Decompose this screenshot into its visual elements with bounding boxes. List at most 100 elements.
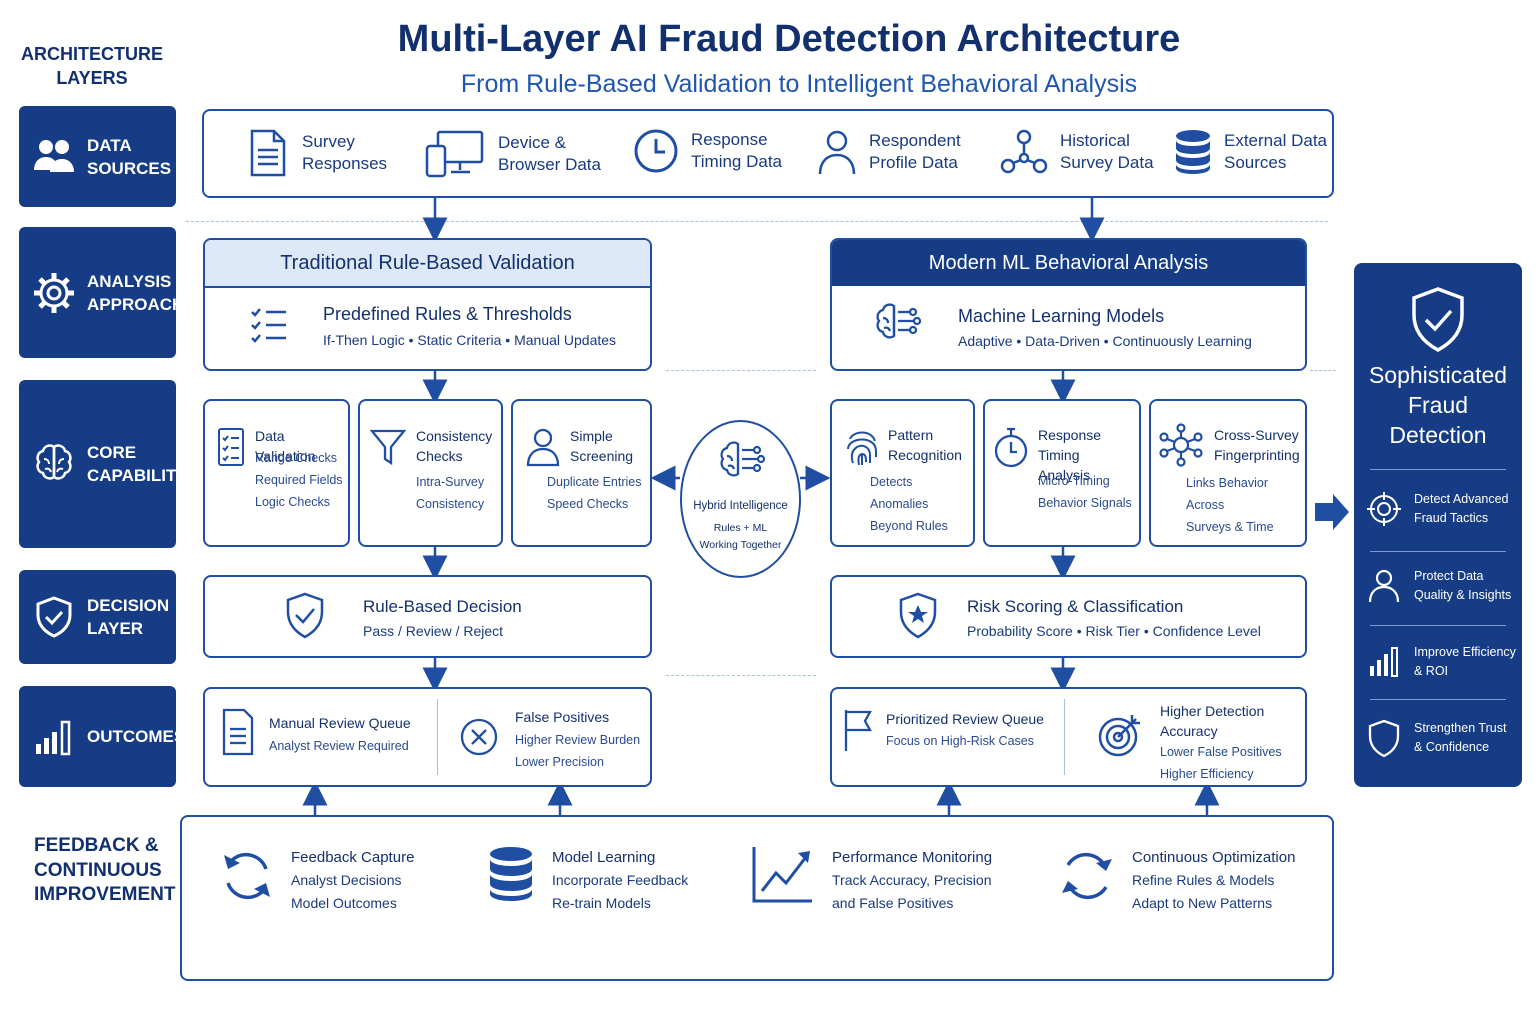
shield-check-icon	[1412, 287, 1464, 352]
divider	[1310, 370, 1336, 371]
card-sub: Links Behavior Across Surveys & Time	[1186, 476, 1274, 534]
source-survey-responses: Survey Responses	[246, 128, 387, 178]
source-label: Historical Survey Data	[1060, 131, 1154, 172]
traditional-desc: If-Then Logic • Static Criteria • Manual…	[323, 332, 617, 348]
devices-icon	[425, 130, 484, 178]
layer-decision: DECISION LAYER	[19, 570, 176, 664]
close-circle-icon	[460, 718, 498, 756]
feedback-title: Model Learning	[552, 849, 656, 866]
page-subtitle: From Rule-Based Validation to Intelligen…	[460, 70, 1138, 98]
outcome-sub: Analyst Review Required	[269, 739, 409, 753]
user-icon	[526, 428, 560, 467]
outcome-title: Manual Review Queue	[269, 715, 411, 731]
capability-card-data-validation: Data Validation Range Checks Required Fi…	[203, 399, 350, 547]
feedback-step: Model Learning Incorporate Feedback Re-t…	[488, 845, 688, 915]
capability-card-consistency: Consistency Checks Intra-Survey Consiste…	[358, 399, 503, 547]
card-title: Simple Screening	[570, 428, 634, 464]
feedback-title: Continuous Optimization	[1132, 849, 1296, 866]
result-item: Improve Efficiency & ROI	[1366, 643, 1516, 681]
layer-label: DATA SOURCES	[87, 135, 172, 178]
decision-title: Risk Scoring & Classification	[967, 597, 1184, 616]
divider	[1370, 699, 1506, 700]
feedback-sub: Refine Rules & Models Adapt to New Patte…	[1132, 872, 1275, 911]
result-item-label: Protect Data Quality & Insights	[1414, 569, 1512, 602]
capability-card-screening: Simple Screening Duplicate Entries Speed…	[511, 399, 652, 547]
card-sub: Duplicate Entries Speed Checks	[547, 475, 642, 511]
layer-data-sources: DATA SOURCES	[19, 106, 176, 207]
fingerprint-icon	[847, 431, 877, 466]
divider	[1370, 469, 1506, 470]
users-icon	[34, 139, 74, 172]
result-item-label: Improve Efficiency & ROI	[1414, 645, 1516, 678]
document-icon	[250, 129, 286, 177]
flag-icon	[844, 710, 872, 751]
architecture-layers-heading: ARCHITECTURE LAYERS	[21, 44, 163, 88]
source-label: Survey Responses	[302, 132, 388, 173]
result-panel: Sophisticated Fraud Detection Detect Adv…	[1354, 263, 1522, 787]
cycle-icon	[1062, 852, 1112, 900]
database-icon	[490, 847, 532, 901]
feedback-step: Continuous Optimization Refine Rules & M…	[1056, 845, 1295, 915]
network-icon	[1000, 129, 1048, 174]
divider	[1370, 551, 1506, 552]
feedback-loop-box	[180, 815, 1334, 981]
feedback-step: Feedback Capture Analyst Decisions Model…	[216, 845, 414, 915]
card-title: Data Validation	[255, 428, 316, 464]
decision-desc: Probability Score • Risk Tier • Confiden…	[967, 623, 1261, 639]
capability-card-timing: Response Timing Analysis Micro-Timing Be…	[983, 399, 1141, 547]
layer-label: ANALYSIS APPROACH	[87, 271, 185, 314]
crosshair-icon	[1367, 492, 1401, 526]
rule-based-decision-box: Rule-Based Decision Pass / Review / Reje…	[203, 575, 652, 658]
source-response-timing: Response Timing Data	[633, 128, 782, 174]
source-label: External Data Sources	[1224, 131, 1327, 172]
traditional-approach-box: Traditional Rule-Based Validation Predef…	[203, 238, 652, 371]
outcome-title: False Positives	[515, 709, 610, 725]
modern-desc: Adaptive • Data-Driven • Continuously Le…	[958, 333, 1252, 349]
card-sub: Micro-Timing Behavior Signals	[1038, 474, 1132, 510]
modern-outcomes-box: Prioritized Review Queue Focus on High-R…	[830, 687, 1307, 787]
result-item: Strengthen Trust & Confidence	[1366, 718, 1516, 758]
result-item: Protect Data Quality & Insights	[1366, 567, 1516, 605]
shield-star-icon	[899, 592, 937, 639]
result-item: Detect Advanced Fraud Tactics	[1366, 490, 1516, 528]
outcome-sub: Lower False Positives Higher Efficiency	[1160, 745, 1282, 781]
feedback-title: Feedback Capture	[291, 849, 415, 866]
traditional-title: Predefined Rules & Thresholds	[323, 304, 572, 324]
traditional-header: Traditional Rule-Based Validation	[205, 240, 650, 288]
card-sub: Range Checks Required Fields Logic Check…	[255, 451, 343, 509]
card-title: Cross-Survey Fingerprinting	[1214, 427, 1300, 463]
modern-header: Modern ML Behavioral Analysis	[832, 240, 1305, 286]
divider	[666, 675, 816, 676]
outcome-title: Prioritized Review Queue	[886, 711, 1044, 727]
traditional-outcomes-box: Manual Review Queue Analyst Review Requi…	[203, 687, 652, 787]
outcome-sub: Higher Review Burden Lower Precision	[515, 733, 641, 769]
clock-icon	[634, 129, 678, 173]
modern-title: Machine Learning Models	[958, 306, 1165, 326]
page-title: Multi-Layer AI Fraud Detection Architect…	[397, 18, 1181, 60]
decision-desc: Pass / Review / Reject	[363, 623, 504, 639]
outcome-sub: Focus on High-Risk Cases	[886, 734, 1034, 748]
feedback-section-label: FEEDBACK & CONTINUOUS IMPROVEMENT	[34, 835, 176, 905]
shield-check-icon	[286, 592, 324, 639]
source-label: Device & Browser Data	[498, 133, 601, 174]
clipboard-check-icon	[218, 428, 244, 466]
gear-icon	[34, 272, 74, 313]
divider	[1064, 699, 1065, 775]
outcome-title: Higher Detection Accuracy	[1160, 703, 1265, 739]
risk-scoring-box: Risk Scoring & Classification Probabilit…	[830, 575, 1307, 658]
divider	[437, 699, 438, 775]
result-item-label: Detect Advanced Fraud Tactics	[1414, 492, 1509, 525]
source-historical: Historical Survey Data	[1000, 128, 1154, 176]
trend-icon	[752, 847, 812, 903]
divider	[666, 370, 816, 371]
feedback-step: Performance Monitoring Track Accuracy, P…	[750, 845, 992, 915]
stopwatch-icon	[994, 427, 1028, 468]
card-title: Response Timing Analysis	[1038, 427, 1102, 483]
feedback-sub: Analyst Decisions Model Outcomes	[291, 872, 402, 911]
layer-label: DECISION LAYER	[87, 596, 170, 638]
layer-label: OUTCOMES	[87, 727, 186, 746]
brain-circuit-icon	[720, 441, 766, 477]
data-sources-box	[202, 109, 1334, 198]
hybrid-intelligence-node: Hybrid Intelligence Rules + ML Working T…	[680, 420, 801, 578]
source-device-browser: Device & Browser Data	[424, 128, 601, 180]
